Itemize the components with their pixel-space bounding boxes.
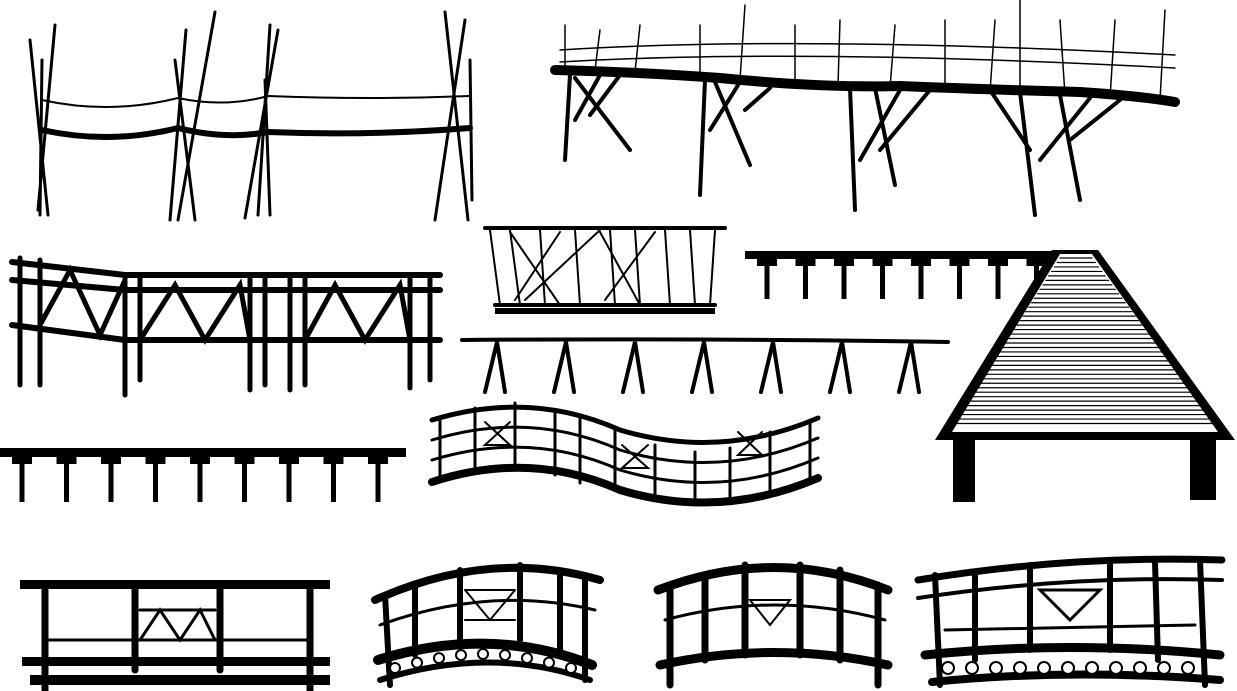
pier-post (764, 264, 770, 299)
trestle-leg (897, 341, 921, 394)
deck-ring (455, 649, 467, 662)
trestle-leg (552, 341, 576, 394)
pier-post (108, 462, 114, 502)
deck-ring (433, 652, 445, 665)
boardwalk-perspective-illustration (935, 250, 1235, 502)
pier-post (153, 462, 158, 502)
arched-footbridge-c-illustration (914, 555, 1226, 688)
trestle-leg (690, 341, 714, 394)
rope-bridge-illustration (28, 10, 474, 222)
pier-post (375, 462, 381, 502)
pier-post (841, 264, 847, 299)
trestle-bridge-illustration (460, 337, 950, 394)
pier-post (286, 462, 292, 502)
wavy-footbridge-illustration (428, 401, 822, 507)
branch-walkway-illustration (550, 0, 1180, 217)
pier-cap (101, 456, 121, 464)
deck-ring (1133, 661, 1147, 675)
pier-cap (834, 258, 854, 266)
deck-ring (1085, 661, 1099, 675)
pier-cap (234, 456, 255, 464)
pier-cap (368, 456, 388, 464)
truss-bridge-illustration (9, 255, 443, 398)
pier-cap (12, 456, 32, 464)
pier-cap (795, 258, 816, 266)
pier-cap (145, 456, 166, 464)
deck-ring (965, 661, 979, 675)
deck-ring (1061, 661, 1075, 675)
pier-post (803, 264, 808, 299)
pier-row-left-illustration (0, 448, 406, 502)
pier-cap (949, 258, 970, 266)
pier-cap (1026, 258, 1047, 266)
trestle-leg (759, 341, 783, 394)
deck-ring (565, 662, 577, 674)
pier-post (918, 264, 924, 299)
deck-ring (941, 661, 955, 675)
trestle-leg (828, 341, 852, 394)
trestle-leg (621, 341, 645, 394)
pier-post (957, 264, 962, 299)
deck-ring (1037, 661, 1051, 675)
pier-post (995, 264, 1001, 299)
pier-cap (190, 456, 210, 464)
pier-cap (911, 258, 931, 266)
pier-cap (988, 258, 1008, 266)
pier-post (331, 462, 336, 502)
deck-ring (1109, 661, 1123, 675)
deck-ring (389, 662, 401, 674)
pier-post (242, 462, 247, 502)
arched-footbridge-b-illustration (653, 561, 893, 689)
arched-footbridge-a-illustration (371, 562, 604, 688)
pier-cap (323, 456, 344, 464)
pier-post (19, 462, 25, 502)
deck-ring (521, 652, 533, 665)
pier-post (880, 264, 885, 299)
pier-row-illustration (745, 251, 1055, 299)
deck-ring (989, 661, 1003, 675)
pier-cap (56, 456, 77, 464)
deck-ring (1013, 661, 1027, 675)
deck-ring (1157, 661, 1171, 675)
flat-rail-bridge-illustration (20, 580, 330, 691)
deck-ring (543, 656, 555, 669)
deck-ring (477, 648, 489, 660)
pier-cap (872, 258, 893, 266)
small-truss-span-illustration (483, 226, 727, 314)
pier-post (197, 462, 203, 502)
trestle-leg (483, 341, 507, 394)
deck-ring (499, 649, 511, 662)
pier-post (64, 462, 69, 502)
pier-cap (279, 456, 299, 464)
pier-cap (757, 258, 777, 266)
deck-ring (411, 656, 423, 669)
deck-ring (1181, 661, 1195, 675)
